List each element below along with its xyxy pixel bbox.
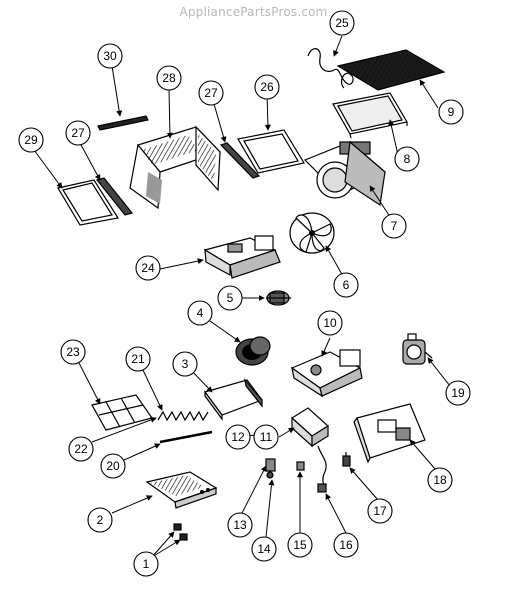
callout-28: 28 xyxy=(156,65,182,91)
svg-text:3: 3 xyxy=(182,357,189,371)
part-23-grille xyxy=(91,394,153,431)
callouts: 25 9 8 7 6 26 27 28 30 29 27 24 5 4 10 1… xyxy=(18,10,471,577)
part-10-housing xyxy=(290,349,363,398)
callout-7: 7 xyxy=(381,213,407,239)
svg-text:7: 7 xyxy=(391,219,398,233)
site-watermark: AppliancePartsPros.com xyxy=(179,5,328,19)
part-24-base-pan xyxy=(203,235,281,279)
callout-11: 11 xyxy=(253,424,279,450)
svg-text:10: 10 xyxy=(323,316,337,330)
part-27-strip-left xyxy=(95,177,134,216)
part-8-tray xyxy=(332,92,408,139)
part-14-switch xyxy=(265,458,276,479)
callout-5: 5 xyxy=(217,285,243,311)
callout-27-left: 27 xyxy=(65,120,91,146)
callout-23: 23 xyxy=(60,339,86,365)
svg-text:27: 27 xyxy=(71,126,85,140)
svg-text:18: 18 xyxy=(433,473,447,487)
svg-text:2: 2 xyxy=(97,513,104,527)
part-18-panel xyxy=(353,403,426,464)
part-27-strip-right xyxy=(219,142,261,179)
callout-26: 26 xyxy=(254,74,280,100)
svg-text:19: 19 xyxy=(451,386,465,400)
svg-text:14: 14 xyxy=(257,542,271,556)
callout-2: 2 xyxy=(87,507,113,533)
part-19-motor xyxy=(402,333,433,365)
svg-text:21: 21 xyxy=(131,352,145,366)
callout-12: 12 xyxy=(225,424,251,450)
callout-3: 3 xyxy=(172,351,198,377)
part-25-wire xyxy=(307,48,354,89)
part-28-cabinet xyxy=(129,125,222,210)
svg-text:22: 22 xyxy=(74,442,88,456)
callout-13: 13 xyxy=(227,512,253,538)
callout-18: 18 xyxy=(427,467,453,493)
callout-20: 20 xyxy=(100,453,126,479)
svg-text:1: 1 xyxy=(143,557,150,571)
part-5-motor xyxy=(266,290,291,306)
svg-text:20: 20 xyxy=(106,459,120,473)
svg-text:26: 26 xyxy=(260,80,274,94)
svg-text:8: 8 xyxy=(404,152,411,166)
part-21-coil xyxy=(157,410,209,422)
leader-lines xyxy=(33,35,451,558)
callout-24: 24 xyxy=(135,255,161,281)
svg-text:16: 16 xyxy=(339,538,353,552)
callout-30: 30 xyxy=(97,43,123,69)
svg-text:5: 5 xyxy=(227,291,234,305)
callout-22: 22 xyxy=(68,436,94,462)
part-26-frame xyxy=(237,129,305,174)
part-1-feet xyxy=(173,523,188,541)
svg-text:17: 17 xyxy=(373,504,387,518)
callout-29: 29 xyxy=(18,127,44,153)
callout-17: 17 xyxy=(367,498,393,524)
part-6-fan-blade xyxy=(289,212,335,254)
part-4-blower-wheel xyxy=(235,336,271,366)
svg-text:4: 4 xyxy=(197,306,204,320)
part-2-front-grille xyxy=(145,471,218,509)
callout-14: 14 xyxy=(251,536,277,562)
callout-1: 1 xyxy=(133,551,159,577)
svg-text:23: 23 xyxy=(66,345,80,359)
svg-text:12: 12 xyxy=(231,430,245,444)
svg-text:27: 27 xyxy=(204,86,218,100)
callout-27-right: 27 xyxy=(198,80,224,106)
svg-text:6: 6 xyxy=(343,278,350,292)
callout-25: 25 xyxy=(329,10,355,36)
part-30-rail xyxy=(97,115,149,131)
svg-text:25: 25 xyxy=(335,16,349,30)
callout-9: 9 xyxy=(438,99,464,125)
svg-text:13: 13 xyxy=(233,518,247,532)
svg-text:24: 24 xyxy=(141,261,155,275)
part-17-connector xyxy=(342,452,351,467)
svg-text:15: 15 xyxy=(293,538,307,552)
part-20-rod xyxy=(159,430,213,444)
svg-text:29: 29 xyxy=(24,133,38,147)
svg-text:9: 9 xyxy=(448,105,455,119)
part-3-heater xyxy=(204,377,263,421)
callout-21: 21 xyxy=(125,346,151,372)
svg-text:28: 28 xyxy=(162,71,176,85)
svg-text:30: 30 xyxy=(103,49,117,63)
callout-8: 8 xyxy=(394,146,420,172)
part-29-panel xyxy=(57,179,119,226)
callout-6: 6 xyxy=(333,272,359,298)
part-9-filter xyxy=(336,49,446,91)
callout-16: 16 xyxy=(333,532,359,558)
callout-19: 19 xyxy=(445,380,471,406)
callout-15: 15 xyxy=(287,532,313,558)
part-11-control-box xyxy=(291,407,329,493)
part-7-shroud xyxy=(303,140,387,207)
part-15-knob xyxy=(296,461,305,471)
svg-text:11: 11 xyxy=(260,430,273,444)
callout-4: 4 xyxy=(187,300,213,326)
callout-10: 10 xyxy=(317,310,343,336)
